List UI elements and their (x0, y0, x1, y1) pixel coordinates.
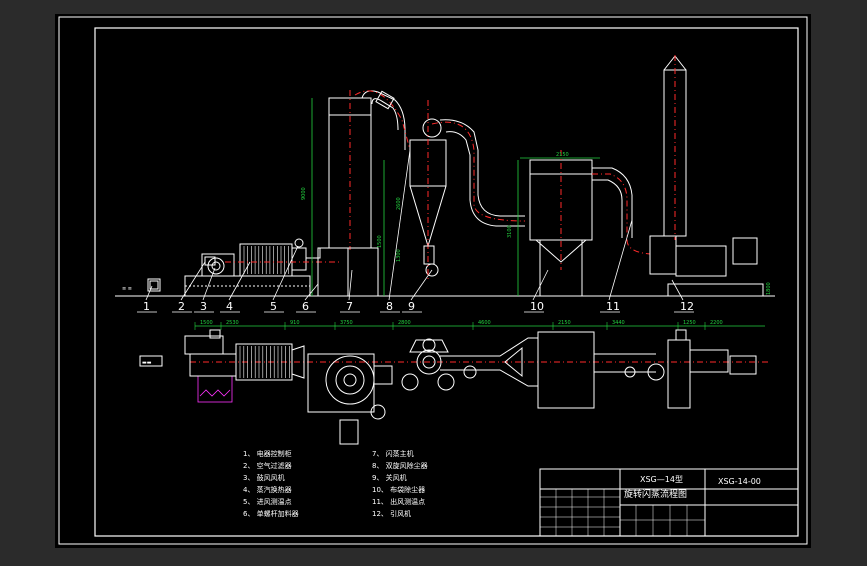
legend-item: 3、 鼓风风机 (243, 473, 285, 482)
legend-item: 1、 电器控制柜 (243, 449, 292, 458)
induced-draft-fan-elevation (649, 55, 764, 297)
equipment-number-label: 8 (386, 300, 393, 313)
elev-dim-3: 1300 (396, 249, 402, 262)
flash-dryer-main-elevation (317, 90, 379, 297)
title-block: XSG—14型 旋转闪蒸流程图 XSG-14-00 (539, 468, 799, 537)
svg-text:▬▬: ▬▬ (142, 360, 152, 366)
drawing-number: XSG-14-00 (718, 477, 761, 486)
outer-border (58, 16, 808, 545)
plan-dimension-value: 4600 (478, 320, 491, 326)
equipment-number-label: 6 (302, 300, 309, 313)
title-model: XSG—14型 (640, 475, 683, 484)
plan-flash-dryer (307, 353, 393, 445)
equipment-number-label: 2 (178, 300, 185, 313)
svg-text:≡ ≡: ≡ ≡ (122, 286, 132, 292)
plan-heat-exchanger (235, 343, 305, 381)
inner-frame (94, 27, 799, 537)
cyclone-elevation (409, 100, 447, 280)
plan-bag-filter (537, 331, 595, 409)
plan-dimension-value: 2200 (710, 320, 723, 326)
legend-item: 6、 单螺杆加料器 (243, 509, 299, 518)
elev-dim-5: 3100 (507, 225, 513, 238)
equipment-number-label: 11 (606, 300, 620, 313)
equipment-number-label: 9 (408, 300, 415, 313)
equipment-number-label: 7 (346, 300, 353, 313)
drawing-sheet (55, 14, 811, 548)
equipment-number-label: 5 (270, 300, 277, 313)
equipment-number-label: 4 (226, 300, 233, 313)
plan-dimension-value: 3440 (612, 320, 625, 326)
blower-elevation (201, 253, 235, 277)
title-name: 旋转闪蒸流程图 (624, 488, 687, 500)
plan-dimension-value: 910 (290, 320, 300, 326)
plan-dimension-value: 1500 (200, 320, 213, 326)
elev-dim-7: 1800 (766, 282, 772, 295)
plan-dimension-value: 2800 (398, 320, 411, 326)
legend-item: 8、 双旋风除尘器 (372, 461, 428, 470)
plan-dimension-value: 2150 (558, 320, 571, 326)
plan-dimension-value: 3750 (340, 320, 353, 326)
plan-cyclones (401, 338, 477, 391)
elev-dim-2: 2600 (396, 197, 402, 210)
plan-dimension-value: 2530 (226, 320, 239, 326)
control-cabinet-elevation: ≡ ≡ (122, 278, 161, 292)
elev-dim-1: 9000 (301, 187, 307, 200)
legend-item: 10、 布袋除尘器 (372, 485, 425, 494)
legend-item: 4、 蒸汽换热器 (243, 485, 292, 494)
elev-dim-6: 2150 (556, 152, 569, 158)
legend-item: 11、 出风测温点 (372, 497, 425, 506)
equipment-number-label: 3 (200, 300, 207, 313)
plan-induced-fan (667, 329, 757, 409)
plan-control-cabinet: ▬▬ (139, 355, 163, 367)
legend-item: 5、 进风测温点 (243, 497, 292, 506)
plan-dimension-value: 1250 (683, 320, 696, 326)
legend-item: 12、 引风机 (372, 509, 411, 518)
equipment-number-label: 12 (680, 300, 694, 313)
elev-dim-4: 1500 (377, 235, 383, 248)
equipment-number-label: 1 (143, 300, 150, 313)
equipment-number-label: 10 (530, 300, 544, 313)
legend-item: 9、 关风机 (372, 473, 407, 482)
legend-item: 2、 空气过滤器 (243, 461, 292, 470)
legend-item: 7、 闪蒸主机 (372, 449, 414, 458)
heat-exchanger-elevation (239, 238, 307, 277)
